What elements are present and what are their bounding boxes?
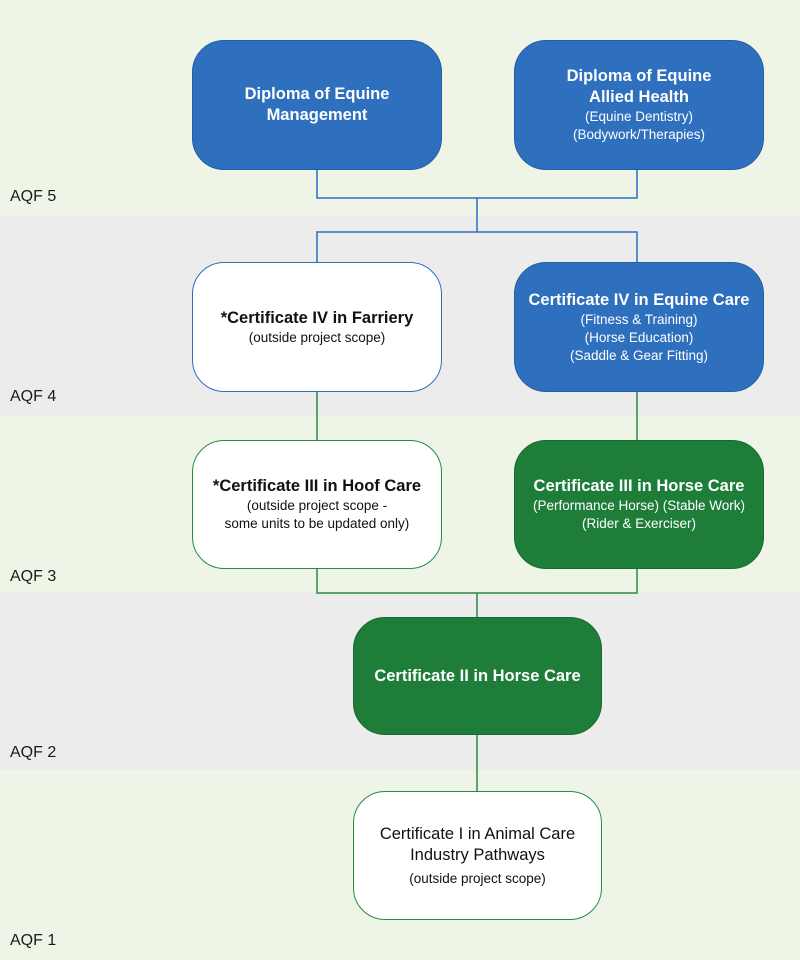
level-label-aqf2: AQF 2 — [10, 744, 57, 761]
node-cert3-horse-care: Certificate III in Horse Care (Performan… — [514, 440, 764, 569]
node-subtitle: (Horse Education) — [584, 329, 694, 345]
level-label-aqf4: AQF 4 — [10, 388, 57, 405]
level-label-aqf5: AQF 5 — [10, 188, 57, 205]
node-subtitle: (Rider & Exerciser) — [581, 516, 697, 531]
node-subtitle: (Equine Dentistry) — [584, 109, 694, 124]
node-title: Allied Health — [589, 88, 689, 106]
connector-cert4-split — [316, 231, 638, 262]
node-title: Certificate I in Animal Care — [379, 824, 576, 843]
node-title: Certificate II in Horse Care — [374, 666, 581, 685]
node-subtitle: (outside project scope - — [246, 498, 388, 513]
level-label-aqf3: AQF 3 — [10, 568, 57, 585]
node-subtitle: (Saddle & Gear Fitting) — [569, 347, 709, 363]
node-title: *Certificate III in Hoof Care — [212, 477, 422, 495]
node-cert3-hoof-care: *Certificate III in Hoof Care (outside p… — [192, 440, 442, 569]
node-title: *Certificate IV in Farriery — [220, 308, 414, 327]
node-subtitle: (Bodywork/Therapies) — [572, 127, 706, 142]
node-title: Diploma of Equine — [244, 85, 390, 103]
node-title: Diploma of Equine — [566, 67, 712, 85]
node-title: Certificate IV in Equine Care — [528, 290, 750, 309]
node-cert1-animal-care: Certificate I in Animal Care Industry Pa… — [353, 791, 602, 920]
node-diploma-equine-management: Diploma of Equine Management — [192, 40, 442, 170]
node-cert4-equine-care: Certificate IV in Equine Care (Fitness &… — [514, 262, 764, 392]
connector-diplomas-to-cert4 — [316, 170, 638, 199]
node-subtitle: (Fitness & Training) — [580, 311, 698, 327]
node-diploma-equine-allied-health: Diploma of Equine Allied Health (Equine … — [514, 40, 764, 170]
node-subtitle: (Performance Horse) (Stable Work) — [532, 498, 746, 513]
node-title: Certificate III in Horse Care — [533, 477, 745, 495]
node-subtitle: (outside project scope) — [409, 870, 546, 886]
node-subtitle: some units to be updated only) — [224, 516, 410, 531]
node-cert2-horse-care: Certificate II in Horse Care — [353, 617, 602, 735]
level-label-aqf1: AQF 1 — [10, 932, 57, 949]
node-subtitle: (outside project scope) — [248, 329, 386, 345]
node-title: Management — [266, 106, 368, 124]
node-title: Industry Pathways — [410, 845, 545, 864]
node-cert4-farriery: *Certificate IV in Farriery (outside pro… — [192, 262, 442, 392]
connector-cert3-merge — [316, 569, 638, 594]
